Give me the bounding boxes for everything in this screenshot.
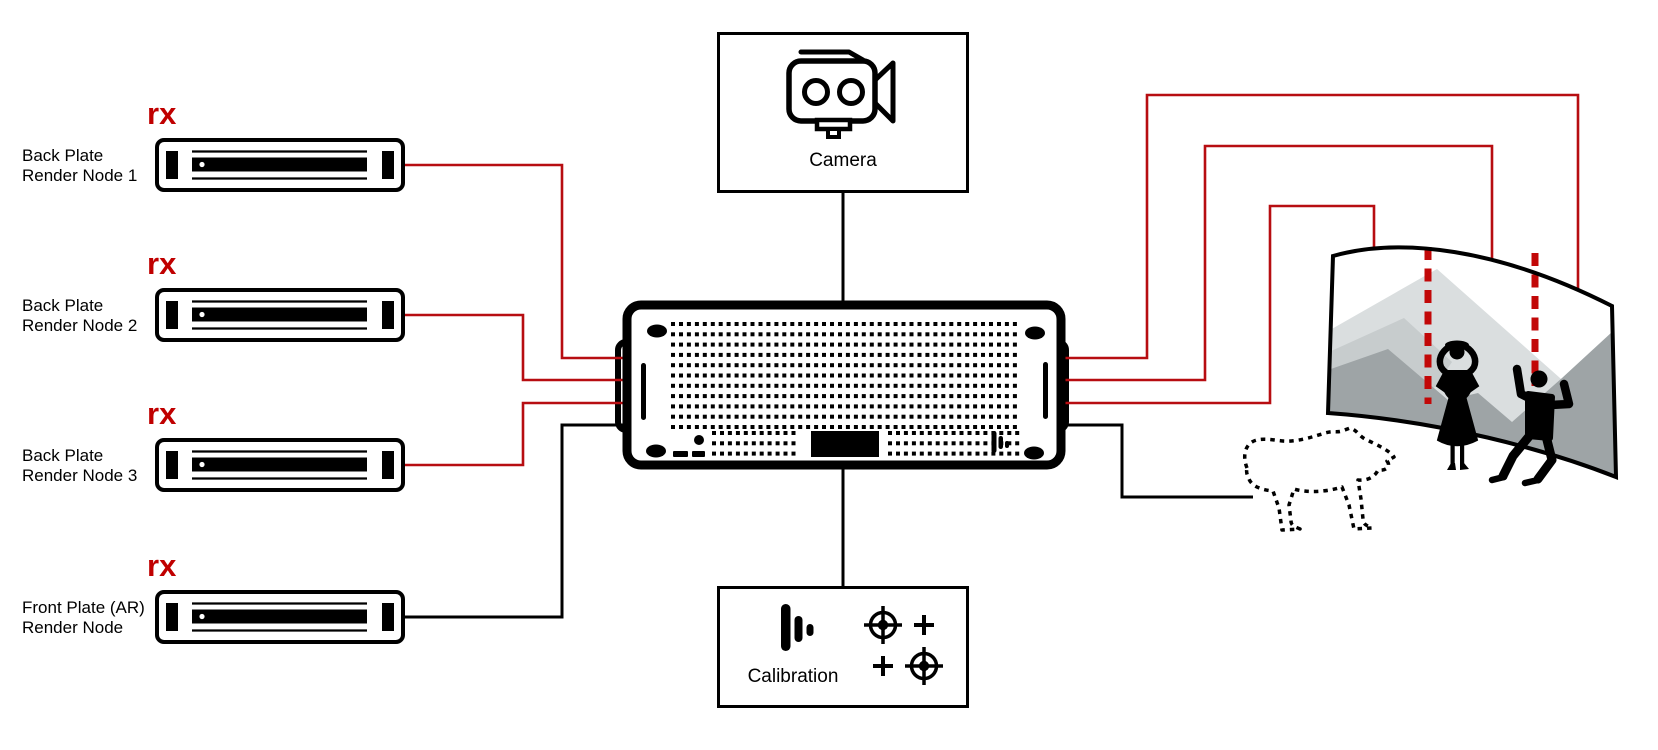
media-server [622, 300, 1066, 470]
person-dancing-silhouette [1488, 364, 1574, 487]
link-node2-to-server [405, 313, 640, 382]
node3-label: Back Plate Render Node 3 [22, 446, 137, 485]
link-server-to-ar-object [1050, 423, 1253, 499]
link-server-to-wall-1 [1050, 93, 1580, 360]
render-node-box-frontplate [155, 590, 405, 644]
connection-lines [405, 93, 1580, 619]
node2-label: Back Plate Render Node 2 [22, 296, 137, 335]
plus-marker-icon [873, 656, 893, 676]
video-camera-icon [786, 49, 896, 139]
render-node-box-1 [155, 138, 405, 192]
bear-dotted-outline-icon [1242, 426, 1396, 532]
node1-label: Back Plate Render Node 1 [22, 146, 137, 185]
rx-label-node3: rx [147, 396, 177, 431]
calibration-box [717, 586, 969, 708]
server-vent-dot-grid [671, 322, 1020, 456]
plus-marker-icon [914, 615, 934, 635]
person-hands-on-head-silhouette [1435, 340, 1480, 470]
crosshair-target-icon [864, 606, 902, 644]
camera-box [717, 32, 969, 193]
node2-label-line2: Render Node 2 [22, 315, 138, 335]
camera-label: Camera [809, 150, 877, 171]
link-node1-to-server [405, 163, 640, 360]
signal-bars-icon [781, 604, 814, 651]
link-frontplate-to-server [405, 423, 640, 619]
wall-seam-dashed-lines [1424, 247, 1539, 404]
frontplate-label-line1: Front Plate (AR) [22, 598, 145, 617]
led-wall-outline [1325, 245, 1619, 480]
node1-label-line1: Back Plate [22, 146, 104, 165]
link-server-to-wall-2 [1050, 144, 1494, 382]
rx-label-frontplate: rx [147, 548, 177, 583]
link-node3-to-server [405, 401, 640, 467]
node3-label-line2: Render Node 3 [22, 465, 138, 485]
crosshair-target-icon [905, 647, 943, 685]
server-front-details [641, 322, 1048, 460]
rx-label-node1: rx [147, 96, 177, 131]
node2-label-line1: Back Plate [22, 296, 104, 315]
render-node-boxes [155, 138, 405, 644]
calibration-label: Calibration [747, 666, 839, 687]
frontplate-label-line2: Render Node [22, 617, 124, 637]
link-server-to-wall-3 [1050, 204, 1376, 405]
node1-label-line2: Render Node 1 [22, 165, 138, 185]
node3-label-line1: Back Plate [22, 446, 104, 465]
people-silhouettes [1435, 340, 1574, 487]
render-node-box-2 [155, 288, 405, 342]
render-node-box-3 [155, 438, 405, 492]
rx-label-node2: rx [147, 246, 177, 281]
frontplate-label: Front Plate (AR) Render Node [22, 598, 145, 637]
server-display-panel [811, 431, 879, 457]
